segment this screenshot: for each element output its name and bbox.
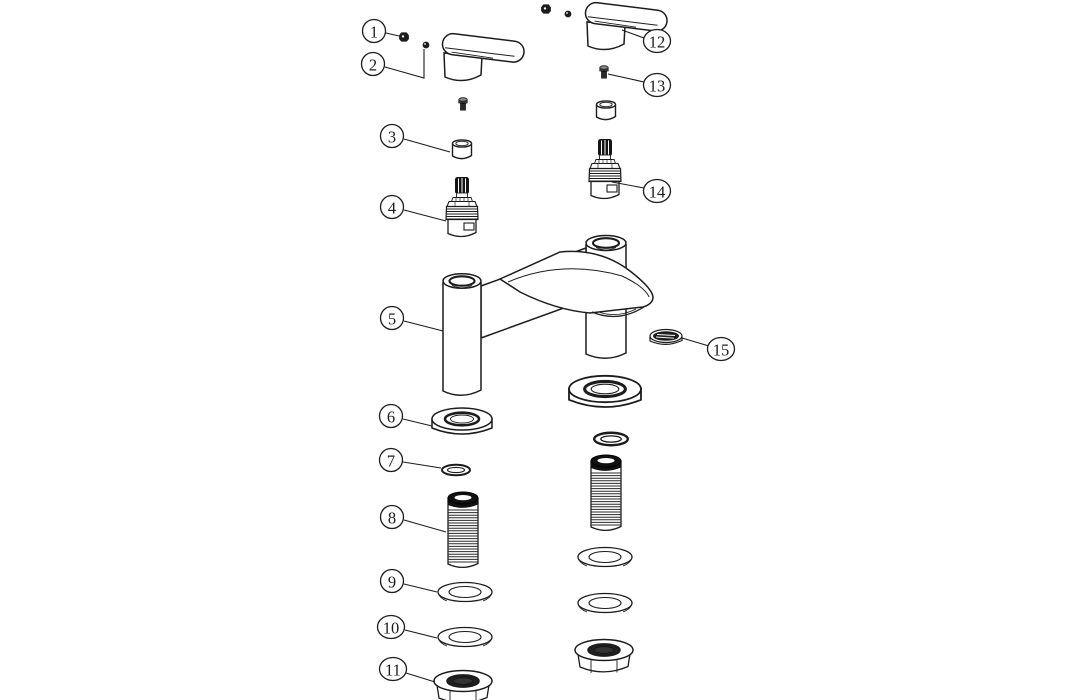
callout-number: 3 <box>388 128 396 147</box>
callout-circle <box>376 614 406 640</box>
part-8-threaded-shank <box>447 491 479 569</box>
part-14-valve-cartridge <box>588 138 622 200</box>
callout-circle <box>360 51 386 77</box>
part-6-base-washer <box>430 406 494 436</box>
callout-2: 2 <box>360 49 425 79</box>
callout-circle <box>706 336 736 362</box>
part-4-valve-cartridge <box>445 176 479 238</box>
callout-circle <box>378 447 404 473</box>
callout-number: 15 <box>713 341 730 360</box>
right-indicator-ball <box>564 10 572 18</box>
callout-9: 9 <box>379 568 438 594</box>
callout-number: 2 <box>369 56 377 75</box>
callout-7: 7 <box>378 447 442 473</box>
callout-circle <box>379 123 405 149</box>
callout-5: 5 <box>379 305 444 332</box>
callout-number: 12 <box>649 33 666 52</box>
left-handle-screw <box>458 97 468 111</box>
part-3-sleeve <box>451 139 473 160</box>
callout-number: 5 <box>388 310 396 329</box>
callout-number: 11 <box>385 661 401 680</box>
right-oring <box>593 431 629 447</box>
part-15-aerator <box>649 328 683 345</box>
right-flange-nut <box>573 638 635 675</box>
callout-4: 4 <box>379 194 447 222</box>
right-washer-1 <box>577 546 633 568</box>
callout-circle <box>378 403 404 429</box>
callout-6: 6 <box>378 403 433 429</box>
callout-circle <box>642 72 672 98</box>
callout-number: 10 <box>383 619 400 638</box>
callout-10: 10 <box>376 614 438 640</box>
callout-circle <box>379 504 405 530</box>
part-2-indicator-ball <box>422 41 430 49</box>
callout-number: 4 <box>388 199 396 218</box>
callout-number: 1 <box>370 23 378 42</box>
part-7-oring <box>441 463 471 477</box>
right-threaded-shank <box>590 454 622 532</box>
right-washer-2 <box>577 592 633 614</box>
callout-13: 13 <box>607 72 672 98</box>
part-13-handle-screw <box>599 65 609 79</box>
left-handle <box>440 31 526 82</box>
callout-12: 12 <box>621 28 672 54</box>
part-1-handle-nut <box>399 32 409 42</box>
callout-number: 13 <box>649 77 666 96</box>
callout-15: 15 <box>681 336 736 362</box>
callout-number: 14 <box>649 183 666 202</box>
callout-11: 11 <box>378 656 436 683</box>
part-11-flange-nut <box>432 669 494 700</box>
callout-circle <box>642 178 672 204</box>
callout-14: 14 <box>611 178 672 204</box>
part-5-tap-body <box>442 234 654 396</box>
callout-number: 8 <box>388 509 396 528</box>
callout-circle <box>361 18 387 44</box>
callout-circle <box>378 656 408 682</box>
callout-3: 3 <box>379 123 451 153</box>
callout-circle <box>379 568 405 594</box>
part-10-washer <box>437 626 493 648</box>
right-sleeve <box>595 100 617 121</box>
callout-1: 1 <box>361 18 400 44</box>
callout-8: 8 <box>379 504 447 533</box>
callout-circle <box>379 194 405 220</box>
callout-circle <box>379 305 405 331</box>
callout-number: 9 <box>388 573 396 592</box>
callout-circle <box>642 28 672 54</box>
part-9-washer <box>437 581 493 603</box>
callout-number: 6 <box>387 408 395 427</box>
right-base-washer <box>567 374 643 409</box>
callout-number: 7 <box>387 452 395 471</box>
right-handle-nut <box>541 4 551 14</box>
